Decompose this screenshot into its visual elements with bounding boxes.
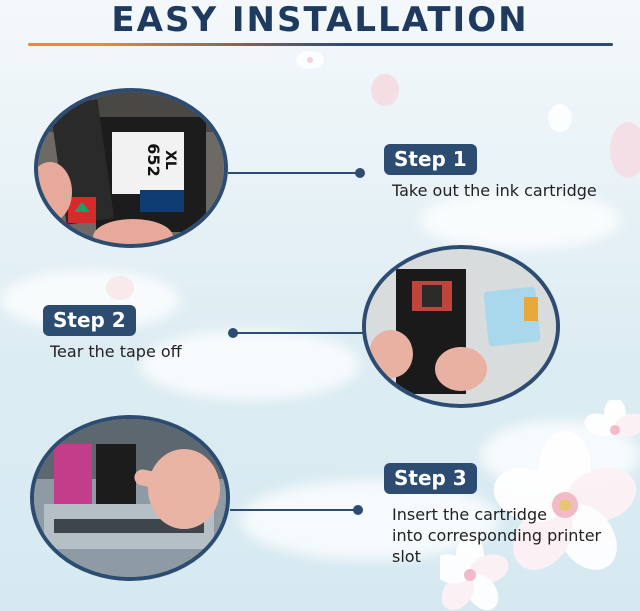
step-1-image: 652 XL bbox=[34, 88, 228, 248]
step-3-description: Insert the cartridge into corresponding … bbox=[392, 505, 602, 566]
step-1-connector-dot bbox=[355, 168, 365, 178]
step-1-badge: Step 1 bbox=[384, 144, 477, 175]
petal-decoration bbox=[548, 104, 572, 132]
step-3-badge: Step 3 bbox=[384, 463, 477, 494]
tape-removal-illustration bbox=[366, 249, 556, 404]
page-title: EASY INSTALLATION bbox=[111, 0, 529, 40]
step-3-connector-line bbox=[230, 509, 356, 511]
step-1-connector-line bbox=[228, 172, 358, 174]
petal-decoration bbox=[106, 276, 134, 300]
petal-decoration bbox=[371, 74, 399, 106]
step-3-connector-dot bbox=[353, 505, 363, 515]
cartridge-xl: XL bbox=[162, 150, 178, 170]
cartridge-removal-illustration: 652 XL bbox=[38, 92, 224, 244]
step-2-description: Tear the tape off bbox=[50, 342, 182, 361]
title-underline bbox=[28, 43, 613, 46]
cartridge-number: 652 bbox=[144, 143, 163, 176]
cloud-decoration bbox=[420, 190, 620, 250]
petal-decoration bbox=[296, 51, 324, 69]
step-2-badge: Step 2 bbox=[43, 305, 136, 336]
step-1-description: Take out the ink cartridge bbox=[392, 181, 597, 200]
step-2-connector-line bbox=[236, 332, 364, 334]
cloud-decoration bbox=[140, 330, 360, 400]
cherry-blossom-icon bbox=[440, 400, 640, 611]
step-3-image bbox=[30, 415, 230, 581]
step-2-connector-dot bbox=[228, 328, 238, 338]
step-2-image bbox=[362, 245, 560, 408]
petal-decoration bbox=[610, 122, 640, 178]
printer-slot-illustration bbox=[34, 419, 226, 577]
